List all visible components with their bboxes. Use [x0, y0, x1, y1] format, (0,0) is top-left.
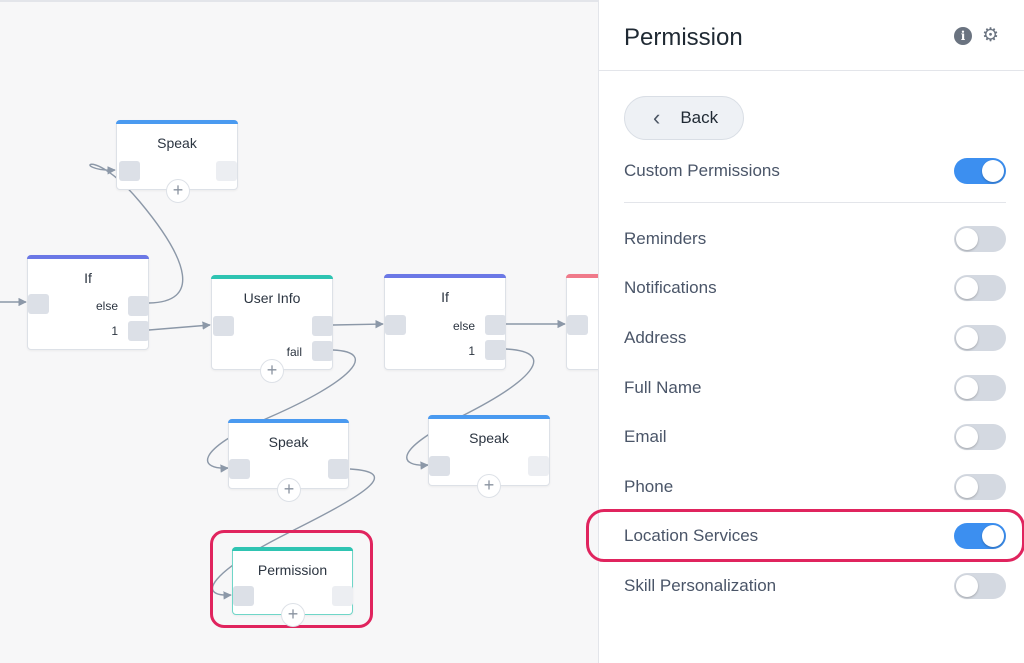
- permission-row-location-services: Location Services: [624, 521, 1006, 551]
- back-label: Back: [680, 108, 719, 127]
- speak-node[interactable]: Speak +: [116, 120, 238, 203]
- row-label: Notifications: [624, 278, 717, 297]
- input-port[interactable]: [567, 315, 588, 335]
- port-label-1: 1: [111, 324, 118, 338]
- row-label: Full Name: [624, 378, 702, 397]
- row-label: Skill Personalization: [624, 576, 777, 595]
- node-title: Speak: [157, 135, 197, 151]
- permission-row-email: Email: [624, 422, 1006, 452]
- partial-node[interactable]: [566, 274, 598, 370]
- output-port-1[interactable]: [128, 321, 149, 341]
- add-node-button[interactable]: +: [260, 359, 284, 383]
- permission-row-full-name: Full Name: [624, 373, 1006, 403]
- port-label-else: else: [95, 299, 118, 313]
- row-label: Custom Permissions: [624, 161, 780, 180]
- node-accent: [384, 274, 506, 278]
- output-port-fail[interactable]: [312, 341, 333, 361]
- custom-permissions-row: Custom Permissions: [624, 156, 1006, 186]
- address-toggle[interactable]: [954, 325, 1006, 351]
- output-port[interactable]: [328, 459, 349, 479]
- custom-permissions-toggle[interactable]: [954, 158, 1006, 184]
- port-label-1: 1: [468, 344, 475, 358]
- add-node-button[interactable]: +: [166, 179, 190, 203]
- full-name-toggle[interactable]: [954, 375, 1006, 401]
- phone-toggle[interactable]: [954, 474, 1006, 500]
- email-toggle[interactable]: [954, 424, 1006, 450]
- add-node-button[interactable]: +: [277, 478, 301, 502]
- node-accent: [116, 120, 238, 124]
- reminders-toggle[interactable]: [954, 226, 1006, 252]
- row-label: Phone: [624, 477, 674, 496]
- chevron-left-icon: ‹: [653, 105, 661, 130]
- if-node[interactable]: If else 1: [27, 255, 149, 350]
- output-port-else[interactable]: [485, 315, 506, 335]
- permission-row-phone: Phone: [624, 472, 1006, 502]
- notifications-toggle[interactable]: [954, 275, 1006, 301]
- if-node[interactable]: If else 1: [384, 274, 506, 370]
- output-port-else[interactable]: [128, 296, 149, 316]
- input-port[interactable]: [213, 316, 234, 336]
- input-port[interactable]: [28, 294, 49, 314]
- speak-node[interactable]: Speak +: [428, 415, 550, 498]
- node-title: Speak: [469, 430, 509, 446]
- node-title: If: [441, 289, 449, 305]
- input-port[interactable]: [385, 315, 406, 335]
- location-services-highlight: [586, 509, 1024, 562]
- permission-row-address: Address: [624, 323, 1006, 353]
- wire: [332, 319, 384, 329]
- node-title: Permission: [257, 562, 328, 578]
- port-label-else: else: [452, 319, 475, 333]
- info-icon[interactable]: i: [954, 27, 972, 45]
- speak-node[interactable]: Speak +: [228, 419, 349, 502]
- wire: [206, 349, 356, 473]
- flow-canvas[interactable]: Speak + If else 1 User Info fail + If el…: [0, 0, 598, 663]
- wire: [89, 163, 184, 304]
- node-title: If: [84, 270, 92, 286]
- node-accent: [27, 255, 149, 259]
- port-label-fail: fail: [286, 345, 302, 359]
- gear-icon[interactable]: ⚙: [982, 25, 1000, 46]
- input-port[interactable]: [429, 456, 450, 476]
- row-label: Email: [624, 427, 667, 446]
- node-title: User Info: [243, 290, 301, 306]
- output-port[interactable]: [216, 161, 237, 181]
- permission-row-reminders: Reminders: [624, 224, 1006, 254]
- row-label: Reminders: [624, 229, 707, 248]
- node-accent: [232, 547, 353, 551]
- input-port[interactable]: [119, 161, 140, 181]
- node-accent: [211, 275, 333, 279]
- add-node-button[interactable]: +: [477, 474, 501, 498]
- location-services-toggle[interactable]: [954, 523, 1006, 549]
- panel-title: Permission: [624, 24, 743, 51]
- output-port[interactable]: [312, 316, 333, 336]
- row-label: Location Services: [624, 526, 759, 545]
- permission-row-notifications: Notifications: [624, 273, 1006, 303]
- wire: [148, 321, 211, 331]
- divider: [599, 70, 1024, 71]
- node-title: Speak: [268, 434, 309, 450]
- node-accent: [428, 415, 550, 419]
- input-port[interactable]: [233, 586, 254, 606]
- permission-node[interactable]: Permission +: [232, 547, 353, 627]
- output-port-1[interactable]: [485, 340, 506, 360]
- back-button[interactable]: ‹ Back: [624, 96, 744, 140]
- row-label: Address: [624, 328, 687, 347]
- add-node-button[interactable]: +: [281, 603, 305, 627]
- node-accent: [228, 419, 349, 423]
- properties-panel: Permission i ⚙ ‹ Back Custom Permissions…: [586, 0, 1024, 663]
- input-port[interactable]: [229, 459, 250, 479]
- node-accent: [566, 274, 598, 278]
- divider: [624, 202, 1006, 203]
- skill-personalization-toggle[interactable]: [954, 573, 1006, 599]
- output-port[interactable]: [528, 456, 549, 476]
- output-port[interactable]: [332, 586, 353, 606]
- user-info-node[interactable]: User Info fail +: [211, 275, 333, 383]
- permission-row-skill-personalization: Skill Personalization: [624, 571, 1006, 601]
